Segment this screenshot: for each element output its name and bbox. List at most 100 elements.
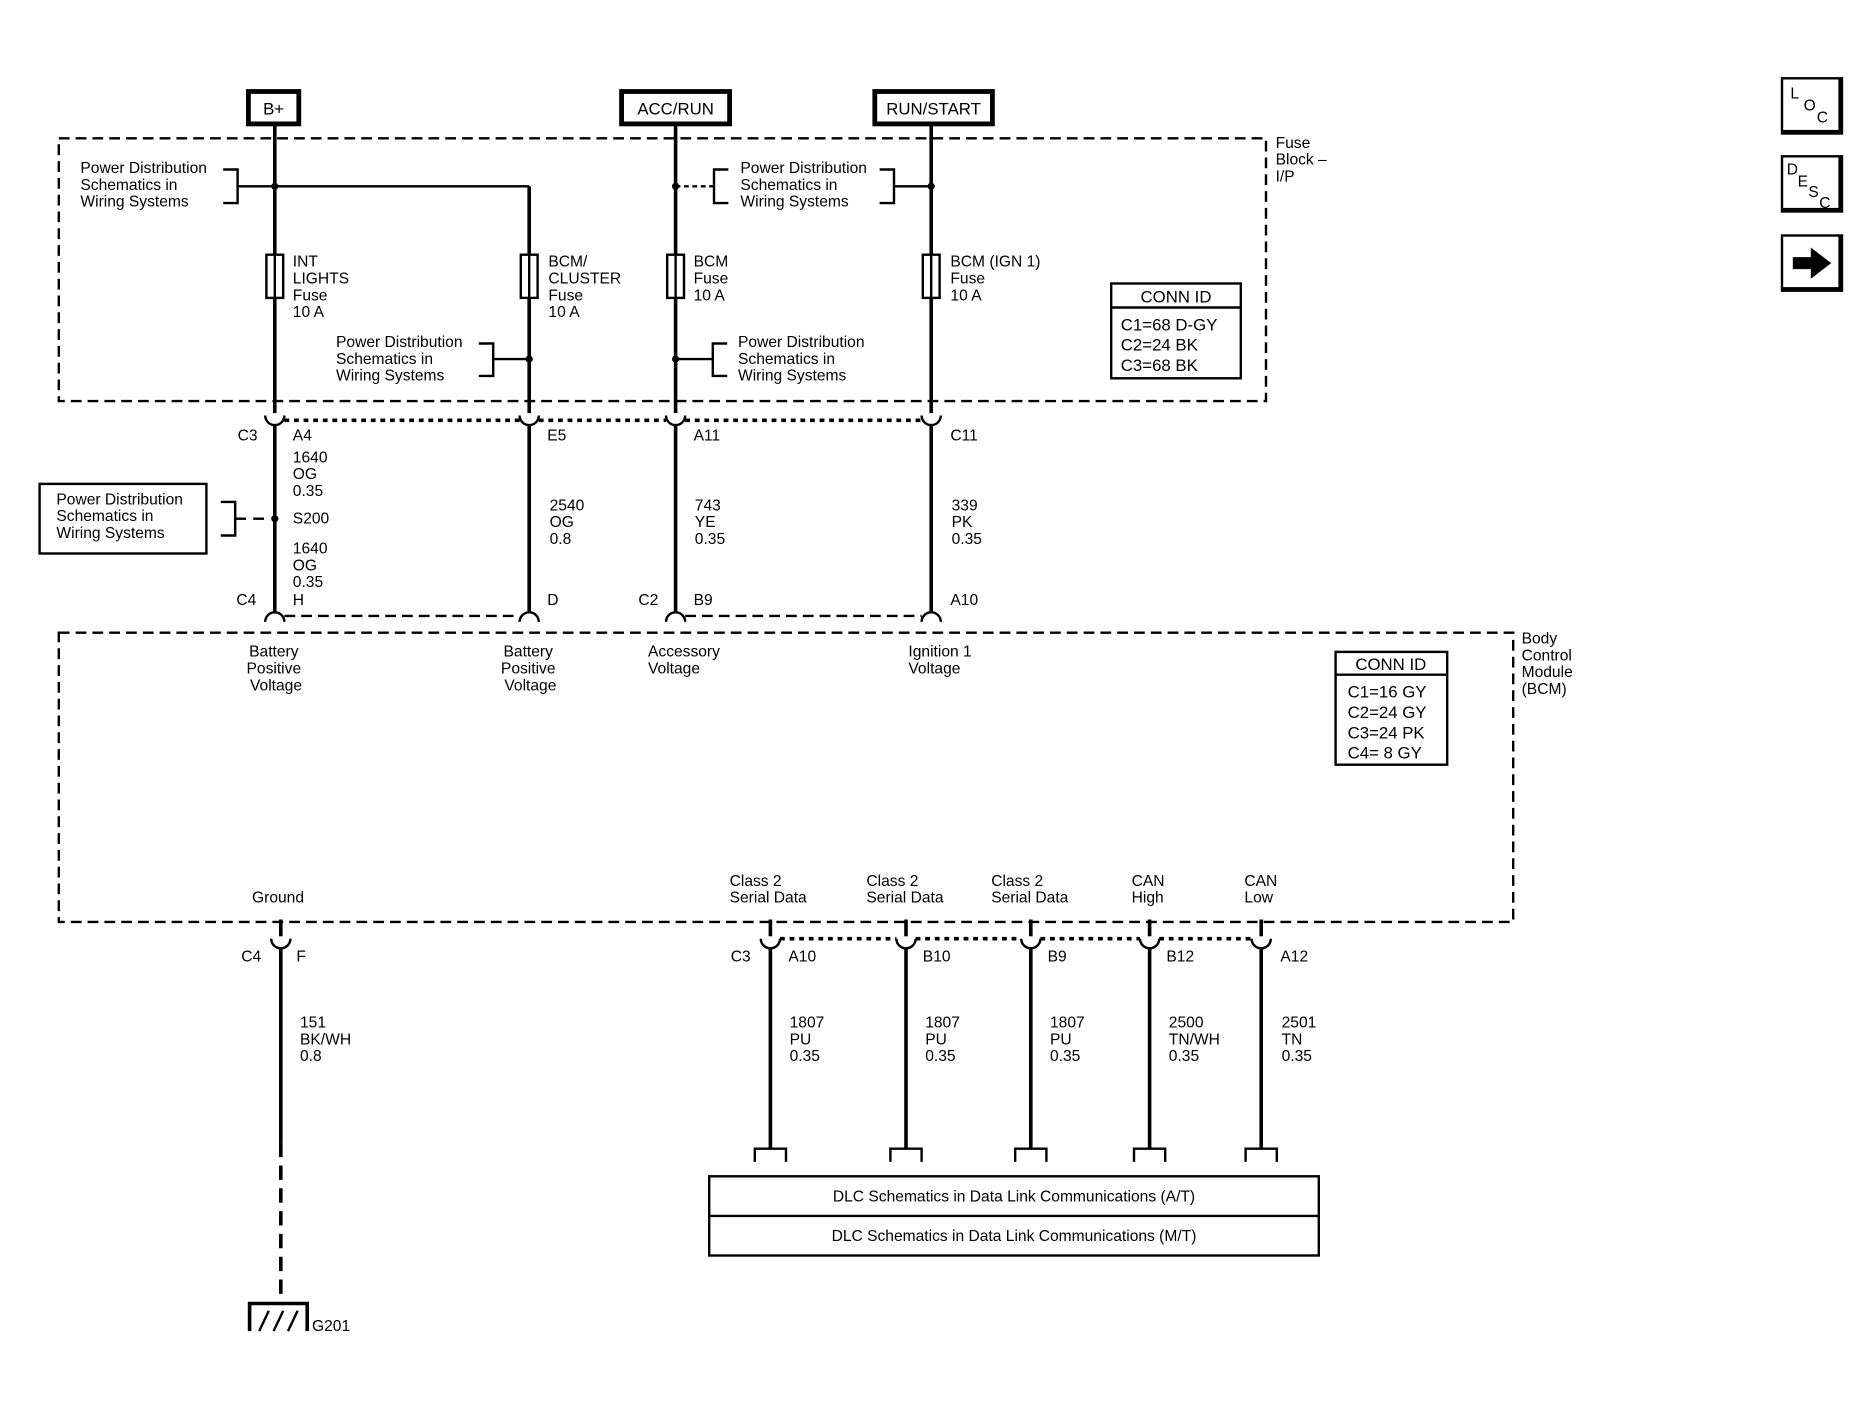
dlc-reference-mt[interactable]: DLC Schematics in Data Link Communicatio… — [832, 1228, 1197, 1245]
svg-text:339 PK 0.35: 339 PK 0.35 — [952, 497, 983, 548]
fuse-block-conn-id-table: CONN ID C1=68 D-GY C2=24 BK C3=68 BK — [1110, 282, 1242, 380]
pd-reference-3[interactable]: Power Distribution Schematics in Wiring … — [336, 334, 530, 385]
upper-connectors: C3 A4 E5 A11 C11 C4 H D C2 B9 A10 — [236, 415, 978, 623]
svg-text:Class 2 Serial Data: Class 2 Serial Data — [866, 873, 943, 907]
svg-text:Power Distribution Schem: Power Distribution Schematics in Wiring … — [56, 491, 187, 542]
ground-g201-icon: G201 — [247, 1301, 350, 1335]
power-source-label: ACC/RUN — [637, 99, 714, 118]
svg-text:Power Distribution Schem: Power Distribution Schematics in Wiring … — [80, 160, 211, 211]
bcm-label: Body Control Module (BCM) — [1522, 631, 1578, 698]
fuse-bcm-ign1: BCM (IGN 1) Fuse 10 A — [921, 253, 1044, 305]
svg-text:C3: C3 — [731, 949, 751, 966]
svg-text:Ignition 1 Voltage: Ignition 1 Voltage — [908, 644, 976, 678]
svg-text:C3=24 PK: C3=24 PK — [1348, 723, 1426, 742]
next-button[interactable] — [1780, 234, 1844, 292]
svg-text:D: D — [1787, 161, 1798, 178]
svg-text:B12: B12 — [1166, 949, 1194, 966]
svg-text:C3: C3 — [238, 428, 258, 445]
svg-text:2540 OG 0.8: 2540 OG 0.8 — [550, 497, 589, 548]
svg-text:Ground: Ground — [252, 890, 304, 907]
svg-text:C2=24 GY: C2=24 GY — [1348, 703, 1427, 722]
svg-text:C1=16 GY: C1=16 GY — [1348, 683, 1427, 702]
svg-text:C4= 8 GY: C4= 8 GY — [1348, 744, 1422, 763]
fuse-block-wiring — [271, 123, 935, 414]
svg-text:1807 PU 0.35: 1807 PU 0.35 — [790, 1015, 829, 1066]
svg-text:C2=24 BK: C2=24 BK — [1121, 336, 1199, 355]
svg-text:Class 2 Serial Data: Class 2 Serial Data — [730, 873, 807, 907]
loc-button[interactable]: L O C — [1780, 77, 1844, 135]
fuse-label: INT LIGHTS Fuse 10 A — [293, 254, 354, 321]
fuse-label: BCM (IGN 1) Fuse 10 A — [950, 254, 1044, 305]
fuse-block-outline — [57, 137, 1268, 403]
svg-text:C3=68 BK: C3=68 BK — [1121, 356, 1199, 375]
pd-reference-1[interactable]: Power Distribution Schematics in Wiring … — [80, 160, 275, 211]
svg-text:C11: C11 — [950, 428, 977, 445]
svg-text:S: S — [1808, 184, 1818, 201]
svg-text:151 BK/WH 0.8: 151 BK/WH 0.8 — [300, 1015, 355, 1066]
svg-text:1640 OG 0.35: 1640 OG 0.35 — [293, 449, 332, 500]
svg-text:2501 TN 0.35: 2501 TN 0.35 — [1282, 1015, 1321, 1066]
svg-text:CAN High: CAN High — [1132, 873, 1169, 907]
svg-text:L: L — [1790, 86, 1799, 103]
svg-text:Battery Positive V: Battery Positive Voltage — [501, 644, 560, 695]
bcm-outline — [57, 631, 1515, 924]
svg-text:D: D — [547, 592, 558, 609]
svg-text:O: O — [1804, 98, 1816, 115]
svg-text:Class 2 Serial Data: Class 2 Serial Data — [991, 873, 1068, 907]
svg-text:Power Distribution Schem: Power Distribution Schematics in Wiring … — [336, 334, 467, 385]
svg-text:C4: C4 — [236, 592, 256, 609]
dlc-reference-at[interactable]: DLC Schematics in Data Link Communicatio… — [833, 1189, 1195, 1206]
fuse-bcm-cluster: BCM/ CLUSTER Fuse 10 A — [519, 253, 621, 321]
svg-text:F: F — [296, 949, 306, 966]
bcm-output-labels: Ground Class 2 Serial Data Class 2 Seria… — [252, 873, 1281, 907]
fuse-int-lights: INT LIGHTS Fuse 10 A — [265, 253, 354, 321]
svg-text:Accessory Voltage: Accessory Voltage — [648, 644, 724, 678]
svg-text:A4: A4 — [293, 428, 312, 445]
splice-label: S200 — [293, 511, 330, 528]
svg-text:C: C — [1817, 110, 1828, 127]
svg-text:B9: B9 — [694, 592, 713, 609]
svg-text:CAN Low: CAN Low — [1244, 873, 1281, 907]
fuse-bcm: BCM Fuse 10 A — [666, 253, 733, 305]
power-source-b-plus: B+ — [245, 89, 302, 127]
svg-text:Power Distribution Schem: Power Distribution Schematics in Wiring … — [740, 160, 871, 211]
svg-text:CONN ID: CONN ID — [1355, 655, 1426, 674]
svg-text:H: H — [293, 592, 304, 609]
svg-text:B10: B10 — [923, 949, 951, 966]
arrow-right-icon — [1792, 247, 1832, 279]
power-source-label: RUN/START — [886, 99, 981, 118]
desc-button[interactable]: D E S C — [1780, 155, 1844, 213]
svg-text:1807 PU 0.35: 1807 PU 0.35 — [925, 1015, 964, 1066]
lower-connectors: C4 F C3 A10 B10 B9 B12 A12 — [241, 936, 1308, 966]
svg-text:Power Distribution Schem: Power Distribution Schematics in Wiring … — [738, 334, 869, 385]
fuse-label: BCM Fuse 10 A — [694, 254, 733, 305]
svg-text:A10: A10 — [950, 592, 978, 609]
bcm-conn-id-table: CONN ID C1=16 GY C2=24 GY C3=24 PK C4= 8… — [1334, 650, 1449, 766]
svg-text:E5: E5 — [547, 428, 566, 445]
svg-text:A12: A12 — [1280, 949, 1308, 966]
dlc-reference-table — [708, 1175, 1320, 1257]
bcm-input-labels: Battery Positive Voltage Battery Positiv… — [247, 644, 976, 695]
svg-text:B9: B9 — [1048, 949, 1067, 966]
svg-text:C4: C4 — [241, 949, 261, 966]
ground-label: G201 — [312, 1318, 350, 1335]
svg-text:2500 TN/WH 0.35: 2500 TN/WH 0.35 — [1169, 1015, 1224, 1066]
pd-reference-2[interactable]: Power Distribution Schematics in Wiring … — [675, 160, 932, 211]
svg-text:C: C — [1819, 195, 1830, 212]
svg-text:CONN ID: CONN ID — [1141, 288, 1212, 307]
svg-text:Battery Positive V: Battery Positive Voltage — [247, 644, 306, 695]
svg-text:A11: A11 — [694, 428, 721, 445]
pd-reference-5[interactable]: Power Distribution Schematics in Wiring … — [38, 482, 264, 555]
svg-text:E: E — [1798, 173, 1808, 190]
lower-wires: 151 BK/WH 0.8 1807 PU 0.35 1807 PU 0.35 … — [279, 919, 1321, 1300]
svg-text:C1=68 D-GY: C1=68 D-GY — [1121, 315, 1218, 334]
power-source-acc-run: ACC/RUN — [619, 89, 732, 127]
upper-wires: S200 1640 OG 0.35 1640 OG 0.35 2540 OG 0… — [271, 425, 983, 613]
power-source-label: B+ — [263, 99, 284, 118]
power-source-run-start: RUN/START — [872, 89, 995, 127]
pd-reference-4[interactable]: Power Distribution Schematics in Wiring … — [675, 334, 869, 385]
svg-text:1807 PU 0.35: 1807 PU 0.35 — [1050, 1015, 1089, 1066]
svg-text:1640 OG 0.35: 1640 OG 0.35 — [293, 541, 332, 592]
fuse-block-label: Fuse Block – I/P — [1276, 135, 1331, 186]
